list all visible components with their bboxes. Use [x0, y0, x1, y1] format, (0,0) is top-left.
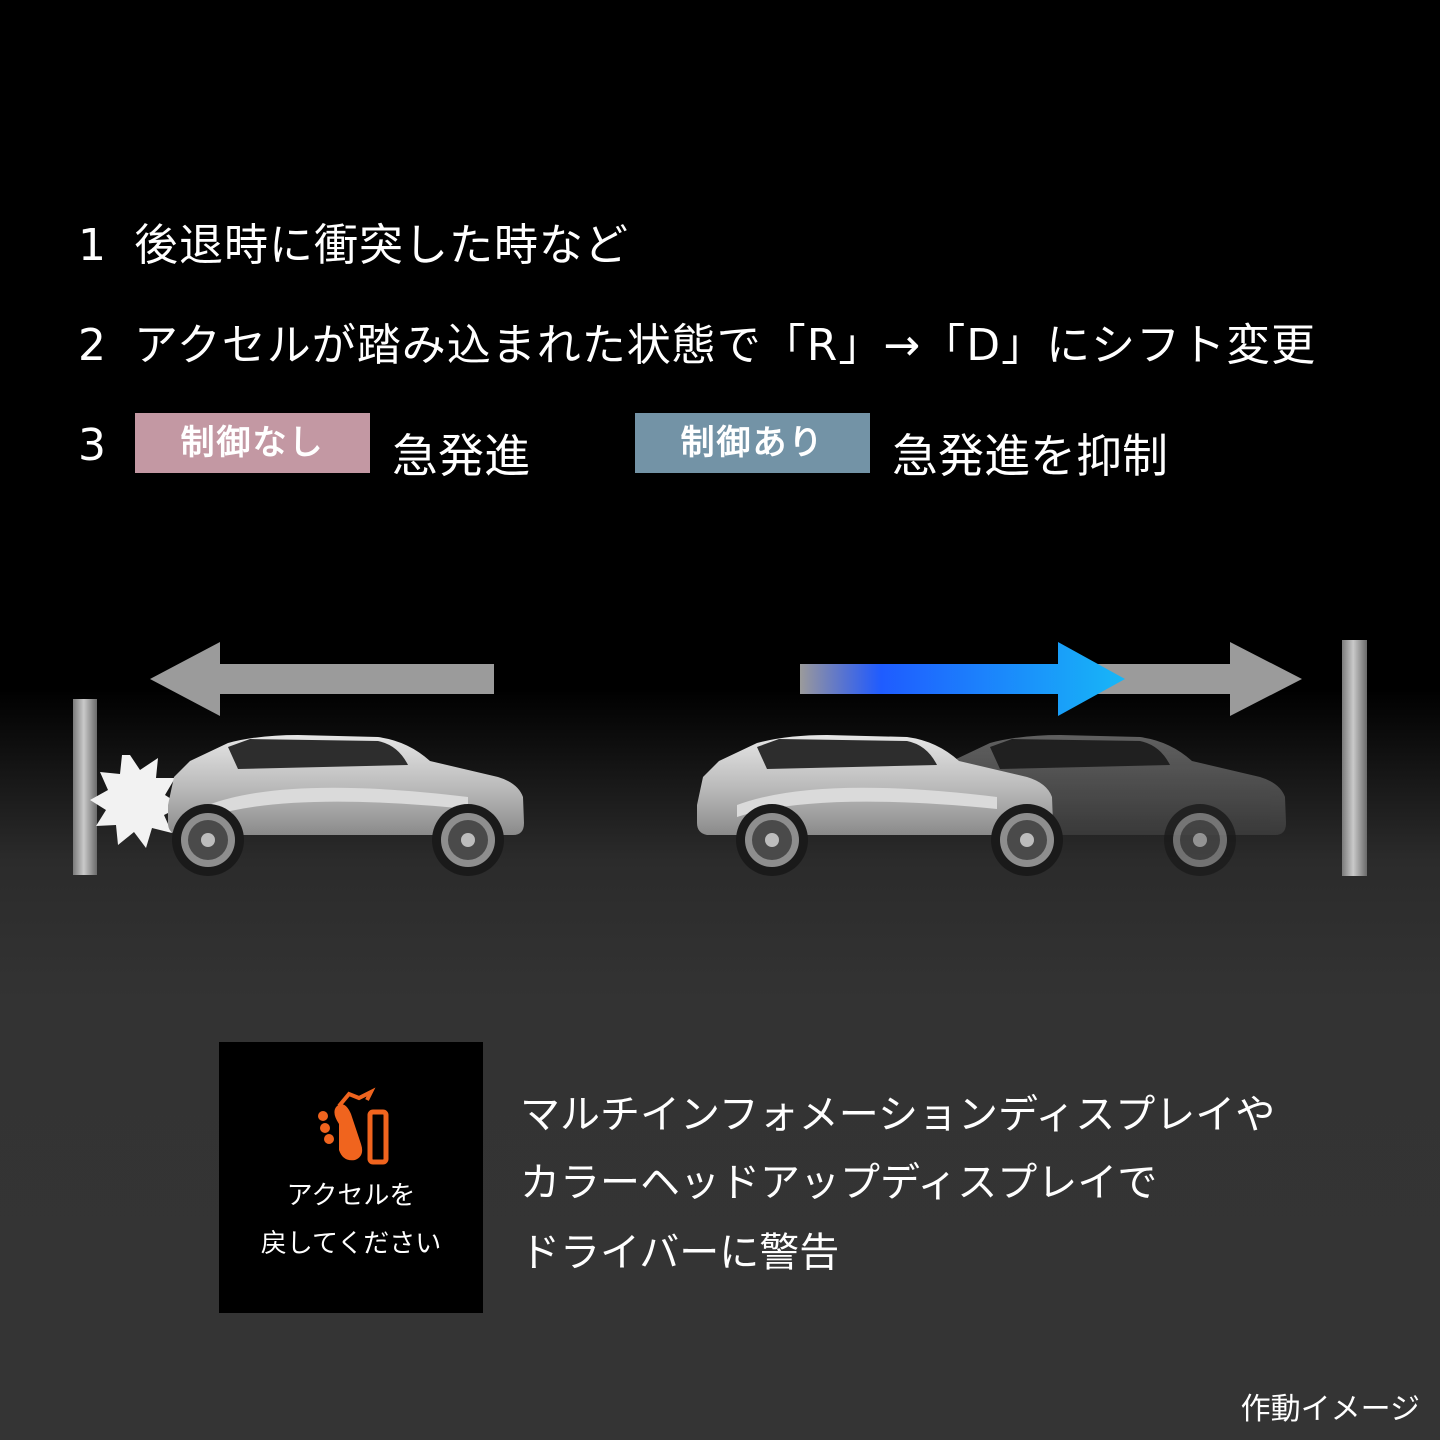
- result-without-control: 急発進: [392, 429, 530, 483]
- display-message-line1: アクセルを: [286, 1181, 416, 1211]
- step-2-number: 2: [78, 320, 107, 371]
- display-message-line2: 戻してください: [260, 1229, 442, 1259]
- step-3-number: 3: [78, 420, 107, 471]
- driver-display: [219, 1042, 483, 1313]
- step-1-number: 1: [78, 220, 107, 271]
- badge-without-control: 制御なし: [135, 413, 370, 473]
- impact-burst: [90, 755, 182, 848]
- car-ghost: [930, 735, 1286, 876]
- suppressed-forward-arrow: [800, 642, 1125, 716]
- left-wall-pole: [73, 699, 97, 875]
- image-caption: 作動イメージ: [1240, 1392, 1420, 1427]
- warning-text-line1: マルチインフォメーションディスプレイや: [520, 1092, 1276, 1138]
- right-wall-pole: [1342, 640, 1367, 876]
- car-right: [697, 735, 1063, 876]
- step-2-text: アクセルが踏み込まれた状態で「R」→「D」にシフト変更: [134, 320, 1317, 371]
- foot-pedal-warning-icon: [318, 1087, 389, 1165]
- badge-with-control: 制御あり: [635, 413, 870, 473]
- step-1-text: 後退時に衝突した時など: [134, 220, 629, 271]
- result-with-control: 急発進を抑制: [892, 429, 1168, 483]
- reverse-arrow: [150, 642, 494, 716]
- car-left: [168, 735, 524, 876]
- warning-text-line2: カラーヘッドアップディスプレイで: [520, 1160, 1158, 1206]
- step-3: 3: [78, 424, 134, 468]
- scene-diagram: [73, 640, 1367, 876]
- warning-text-line3: ドライバーに警告: [520, 1230, 840, 1276]
